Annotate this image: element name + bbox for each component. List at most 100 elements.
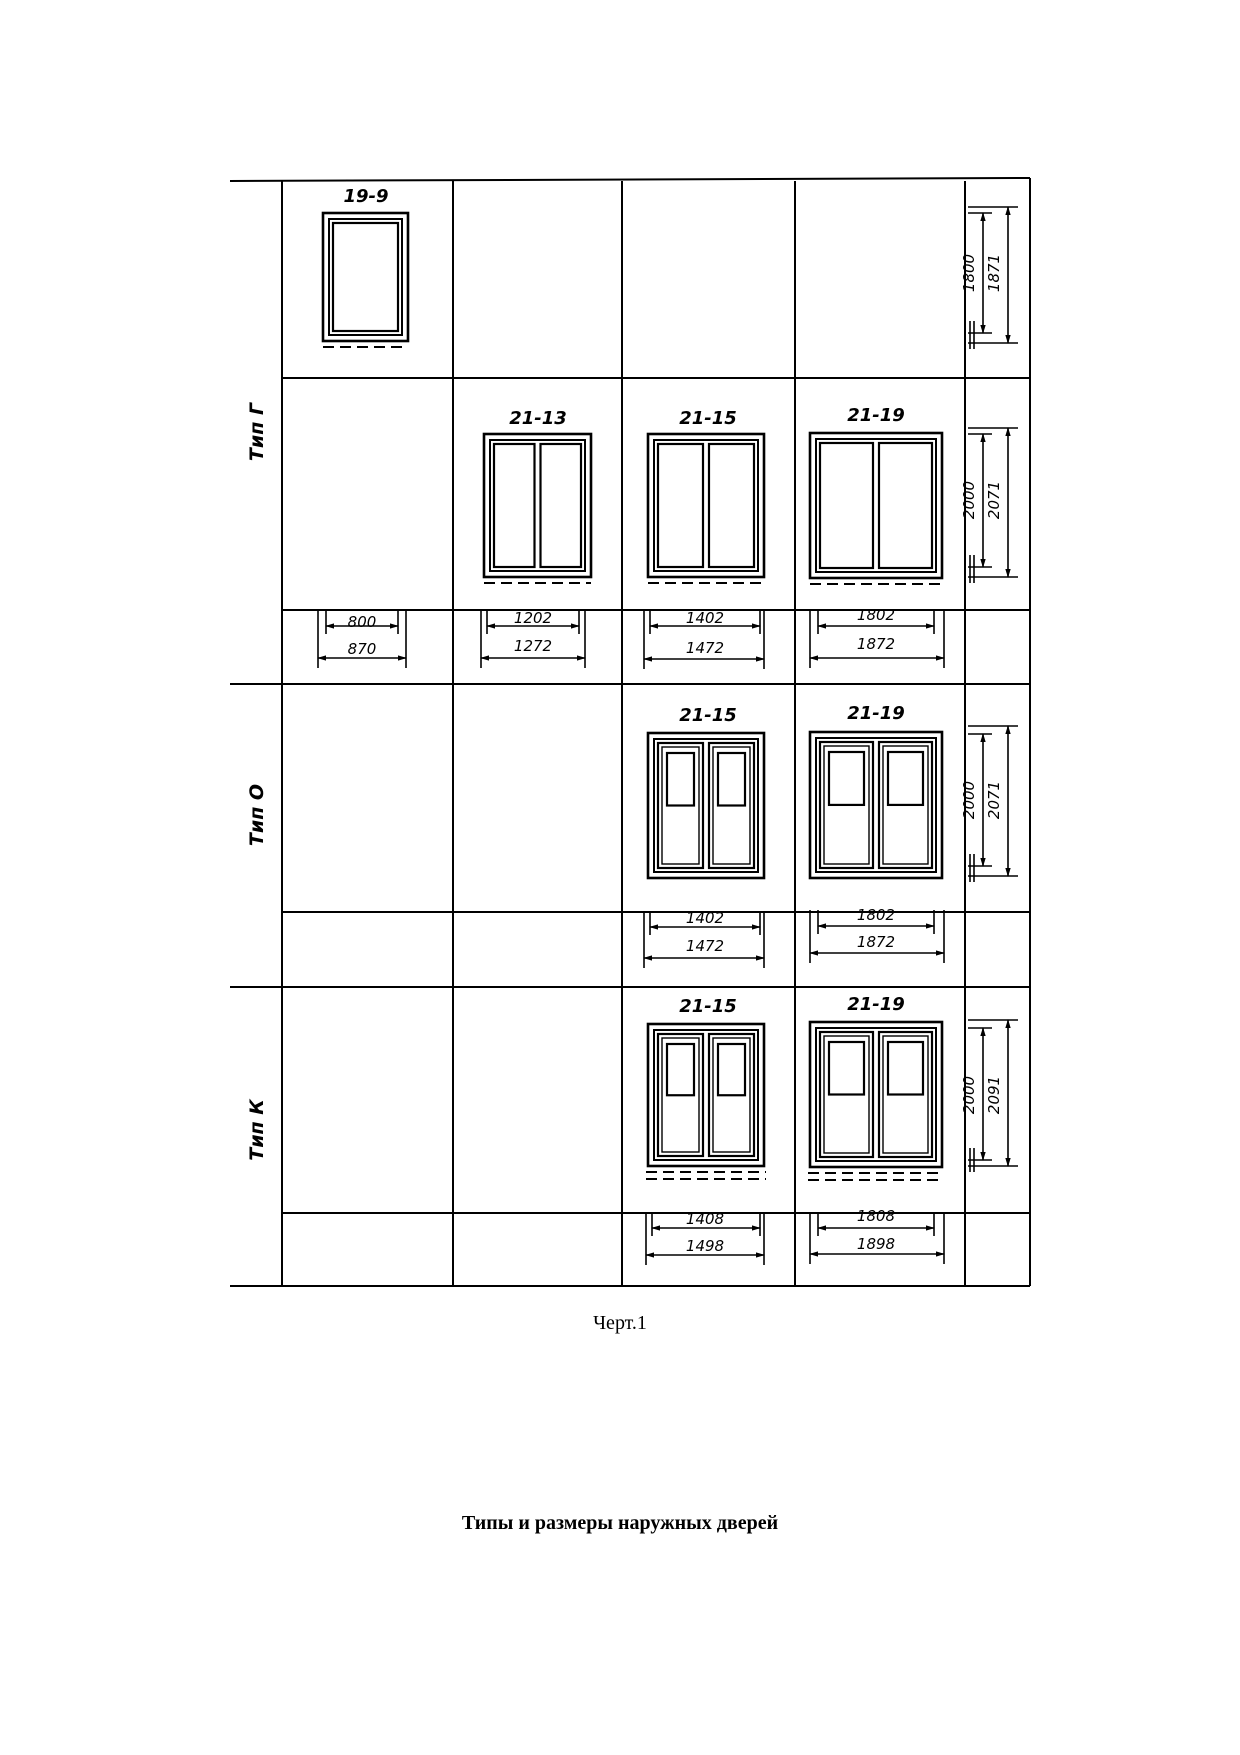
- door-leaf: [818, 441, 875, 570]
- section-title: Типы и размеры наружных дверей: [461, 1512, 779, 1534]
- door-model-label: 21-15: [679, 705, 737, 726]
- door-model-label: 19-9: [343, 186, 388, 207]
- door-model-label: 21-19: [847, 703, 905, 724]
- door-frame-inner: [653, 1029, 759, 1161]
- door-leaf-inner: [882, 745, 929, 865]
- door-model-label: 21-19: [847, 994, 905, 1015]
- door-leaf: [331, 221, 400, 333]
- width-inner-value: 1402: [686, 909, 724, 927]
- width-inner-value: 1808: [857, 1207, 895, 1225]
- width-outer-value: 870: [348, 640, 377, 658]
- door-leaf: [707, 1032, 756, 1158]
- door-model-label: 21-19: [847, 405, 905, 426]
- door-leaf: [656, 442, 705, 569]
- door-drawing: [321, 211, 410, 348]
- door-leaf-inner: [882, 1035, 929, 1154]
- height-dimension: 2000 2071: [960, 427, 1018, 583]
- width-inner-value: 1802: [857, 906, 895, 924]
- width-inner-value: 1402: [686, 609, 724, 627]
- height-inner-value: 2000: [960, 781, 978, 819]
- door-drawing: [808, 431, 944, 585]
- door-glass-panel: [827, 1040, 866, 1096]
- door-leaf: [539, 442, 583, 569]
- door-cell: 19-9: [321, 186, 410, 348]
- door-leaf-inner: [712, 746, 751, 865]
- door-glass-panel: [886, 750, 925, 807]
- door-leaf: [707, 741, 756, 870]
- width-outer-value: 1898: [857, 1235, 895, 1253]
- door-glass-panel: [665, 1042, 696, 1097]
- door-drawing: [646, 731, 766, 880]
- door-leaf-inner: [823, 1035, 870, 1154]
- door-cell: 21-15: [646, 705, 766, 880]
- door-leaf-inner: [661, 746, 700, 865]
- door-drawing: [808, 730, 944, 880]
- door-frame-inner: [489, 439, 586, 572]
- door-cell: 21-19: [808, 994, 944, 1181]
- width-outer-value: 1498: [686, 1237, 724, 1255]
- door-glass-panel: [886, 1040, 925, 1096]
- width-dimension: 1202 1272: [480, 609, 586, 668]
- door-leaf: [656, 1032, 705, 1158]
- width-dimension: 800 870: [317, 610, 407, 668]
- row-type-label-k: Тип К: [246, 1098, 268, 1161]
- door-frame-inner: [328, 218, 403, 336]
- door-frame: [646, 1022, 766, 1168]
- door-frame: [321, 211, 410, 343]
- door-leaf-inner: [661, 1037, 700, 1153]
- height-dimension: 1800 1871: [960, 206, 1018, 349]
- door-frame-inner: [815, 438, 937, 573]
- width-inner-value: 1202: [514, 609, 552, 627]
- width-outer-value: 1872: [857, 635, 895, 653]
- door-glass-panel: [827, 750, 866, 807]
- width-dimension: 1402 1472: [643, 609, 765, 669]
- door-cell: 21-15: [646, 408, 766, 584]
- door-leaf: [877, 740, 934, 870]
- door-frame-inner: [815, 737, 937, 873]
- door-frame: [808, 730, 944, 880]
- door-frame-inner: [815, 1027, 937, 1162]
- door-frame: [646, 432, 766, 579]
- height-outer-value: 2071: [985, 781, 1003, 819]
- door-leaf: [818, 1030, 875, 1159]
- width-outer-value: 1472: [686, 937, 724, 955]
- row-type-label-o: Тип О: [246, 784, 268, 846]
- door-model-label: 21-15: [679, 408, 737, 429]
- door-cell: 21-19: [808, 405, 944, 585]
- width-outer-value: 1272: [514, 637, 552, 655]
- height-outer-value: 2071: [985, 481, 1003, 519]
- door-leaf: [877, 1030, 934, 1159]
- door-drawing: [646, 432, 766, 584]
- height-outer-value: 1871: [985, 254, 1003, 292]
- door-model-label: 21-13: [509, 408, 567, 429]
- width-dimension: 1802 1872: [809, 906, 945, 963]
- width-outer-value: 1472: [686, 639, 724, 657]
- height-inner-value: 1800: [960, 254, 978, 292]
- door-leaf: [707, 442, 756, 569]
- row-type-label-g: Тип Г: [246, 402, 268, 461]
- door-leaf-inner: [823, 745, 870, 865]
- width-inner-value: 1802: [857, 606, 895, 624]
- door-leaf-inner: [712, 1037, 751, 1153]
- door-drawing: [808, 1020, 944, 1181]
- door-glass-panel: [716, 1042, 747, 1097]
- door-drawing: [482, 432, 593, 584]
- door-model-label: 21-15: [679, 996, 737, 1017]
- height-dimension: 2000 2091: [960, 1019, 1018, 1172]
- door-cell: 21-19: [808, 703, 944, 880]
- door-frame-inner: [653, 439, 759, 572]
- door-glass-panel: [665, 751, 696, 807]
- door-frame-inner: [653, 738, 759, 873]
- door-frame: [808, 1020, 944, 1169]
- height-dimension: 2000 2071: [960, 725, 1018, 882]
- width-inner-value: 1408: [686, 1210, 724, 1228]
- door-cell: 21-13: [482, 408, 593, 584]
- width-dimension: 1408 1498: [645, 1210, 765, 1265]
- width-dimension: 1802 1872: [809, 606, 945, 668]
- width-outer-value: 1872: [857, 933, 895, 951]
- height-inner-value: 2000: [960, 1076, 978, 1114]
- door-frame: [646, 731, 766, 880]
- door-glass-panel: [716, 751, 747, 807]
- door-drawing: [646, 1022, 766, 1180]
